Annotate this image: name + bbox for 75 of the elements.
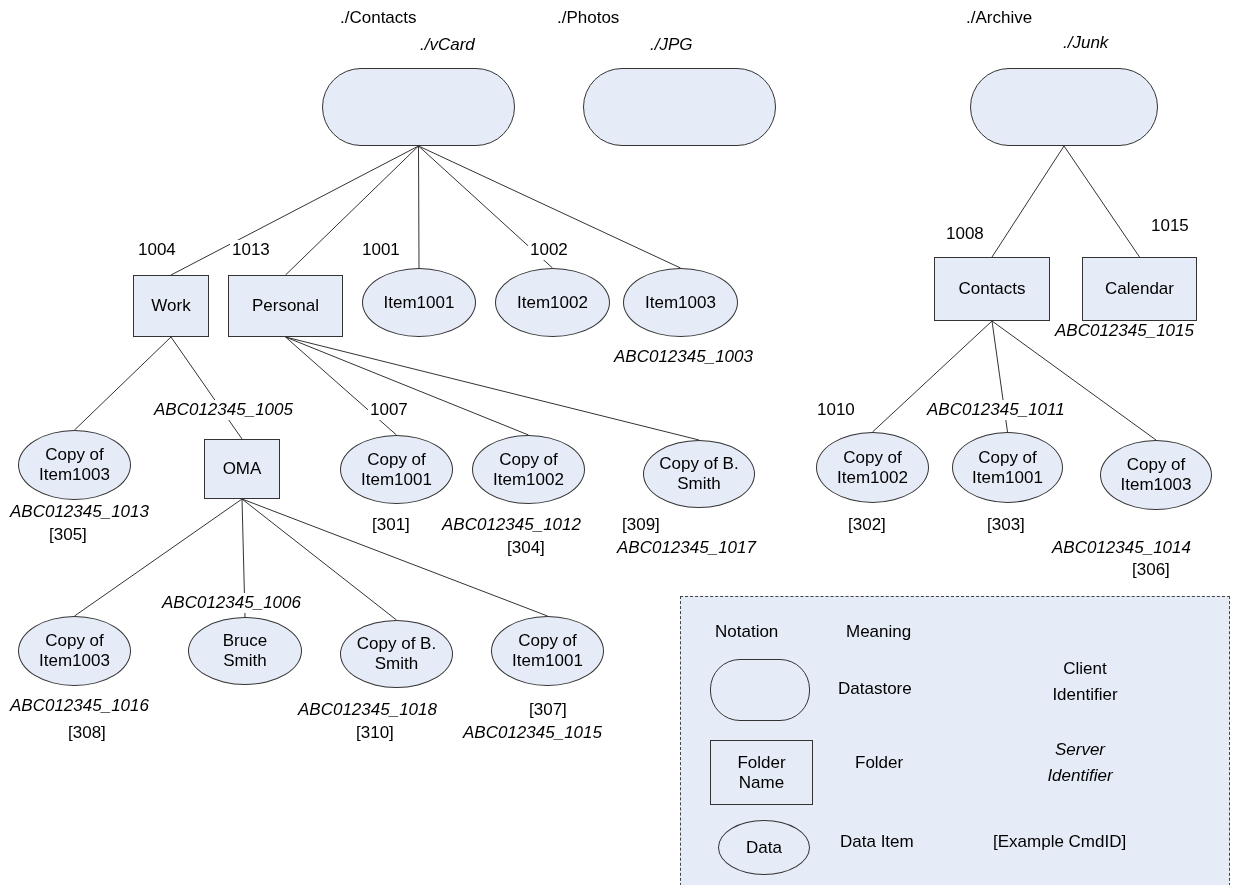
cmd-id: [309] [620,515,662,535]
cmd-id: [305] [47,525,89,545]
item-name: Copy of Item1001 [511,631,584,671]
connector-line [418,145,420,269]
server-identifier: ABC012345_1017 [615,538,758,558]
connector-line [991,320,1157,441]
item-name: Copy of Item1003 [1119,455,1193,495]
cmd-id: [310] [354,723,396,743]
cmd-id: [306] [1130,560,1172,580]
server-identifier: ABC012345_1016 [8,696,151,716]
item-name: Copy of Item1003 [38,631,111,671]
server-identifier: ABC012345_1015 [1053,321,1196,341]
cmd-id: [304] [505,538,547,558]
legend-meaning: Datastore [838,679,912,699]
server-identifier: ABC012345_1005 [152,400,295,420]
connector-line [285,336,397,436]
datastore-type: ./Junk [1063,33,1109,53]
client-identifier: 1007 [368,400,410,420]
item-name: Item1001 [382,292,456,313]
cmd-id: [303] [985,515,1027,535]
folder-name: OMA [221,459,263,479]
connector-line [418,145,553,269]
connector-line [418,145,681,269]
item-name: Copy of Item1002 [492,449,565,490]
cmd-id: [302] [846,515,888,535]
datastore-name: ./Photos [557,8,620,28]
server-identifier: ABC012345_1011 [925,400,1067,420]
folder-name: Work [150,296,192,316]
identifier-key: Server Identifier [1030,737,1130,789]
datastore-name: ./Archive [966,8,1033,28]
item-name: Item1003 [644,292,717,313]
item-name: Item1002 [516,292,589,313]
datastore-type: ./vCard [420,35,475,55]
cmd-id: [301] [370,515,412,535]
symbol-text: Data [745,837,783,858]
connector-line [170,145,419,276]
legend-meaning: Data Item [840,832,914,852]
server-identifier: ABC012345_1015 [461,723,604,743]
connector-line [74,498,243,617]
column-header: Meaning [846,622,912,642]
item-name: Copy of Item1001 [360,449,433,490]
item-name: Bruce Smith [221,631,269,671]
symbol-text: Folder Name [736,752,787,793]
identifier-key: Client Identifier [1040,656,1130,708]
item-name: Copy of B. Smith [658,454,740,494]
item-name: Copy of B. Smith [355,634,438,674]
connector-line [74,336,172,431]
server-identifier: ABC012345_1018 [296,700,439,720]
legend-meaning: Folder [855,753,904,773]
server-identifier: ABC012345_1006 [160,593,303,613]
folder-name: Calendar [1104,279,1175,299]
item-name: Copy of Item1001 [971,447,1044,488]
cmd-id: [308] [66,723,108,743]
connector-line [872,320,993,433]
server-identifier: ABC012345_1012 [440,515,583,535]
connector-line [285,336,700,441]
connector-line [285,336,529,436]
connector-line [241,498,548,617]
server-identifier: ABC012345_1014 [1050,538,1193,558]
item-name: Copy of Item1002 [836,447,909,488]
server-identifier: ABC012345_1013 [8,502,151,522]
connector-line [991,145,1065,258]
connector-line [241,498,397,621]
column-header: Notation [715,622,779,642]
identifier-key: [Example CmdID] [993,832,1127,852]
folder-name: Personal [250,296,321,316]
connector-line [285,145,419,276]
client-identifier: 1002 [528,240,570,260]
cmd-id: [307] [527,700,569,720]
connector-line [1063,145,1140,258]
item-name: Copy of Item1003 [38,445,111,485]
server-identifier: ABC012345_1003 [612,347,755,367]
folder-name: Contacts [957,279,1027,299]
datastore-type: ./JPG [650,35,693,55]
datastore-name: ./Contacts [340,8,417,28]
